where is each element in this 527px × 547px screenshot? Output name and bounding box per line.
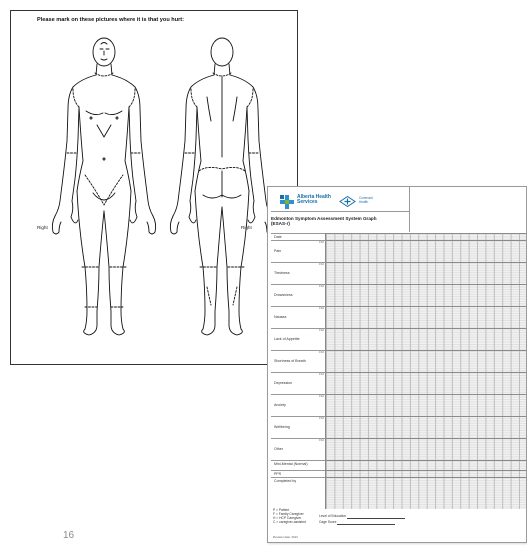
back-right-label: Right <box>241 225 252 230</box>
grid-row-line <box>325 416 527 417</box>
alberta-health-line2: Services <box>297 199 318 205</box>
esas-row-wellbeing: Wellbeing 0 10 <box>271 416 325 438</box>
body-figures <box>11 11 299 366</box>
esas-row-label: Mini-Mental (Normal) <box>274 462 308 466</box>
revision-note: Revision date: 2013 <box>273 536 298 540</box>
cage-score-label: Cage Score <box>319 520 336 524</box>
alberta-health-logo-icon <box>280 195 294 209</box>
grid-row-line <box>325 477 527 478</box>
education-label: Level of Education <box>319 514 346 518</box>
grid-row-line <box>325 284 527 285</box>
esas-row-label: Wellbeing <box>274 425 290 429</box>
grid-row-line <box>325 394 527 395</box>
front-right-label: Right <box>37 225 48 230</box>
education-field[interactable]: Level of Education <box>319 515 405 519</box>
grid-row-line <box>325 438 527 439</box>
header-divider <box>271 211 409 212</box>
slide-number: 16 <box>63 530 74 541</box>
esas-row-scale: 0 10 <box>319 241 324 244</box>
esas-row-label: Other <box>274 447 283 451</box>
esas-row-anxiety: Anxiety 0 10 <box>271 394 325 416</box>
esas-row-label: Anxiety <box>274 403 286 407</box>
grid-row-line <box>325 328 527 329</box>
esas-row-label: Date <box>274 235 282 239</box>
esas-row-label: Nausea <box>274 315 286 319</box>
esas-row-label: Completed by <box>274 479 296 483</box>
esas-row-scale: 0 10 <box>319 395 324 398</box>
grid-row-line <box>325 262 527 263</box>
grid-row-line <box>325 460 527 461</box>
esas-row-depression: Depression 0 10 <box>271 372 325 394</box>
esas-row-label: Tiredness <box>274 271 290 275</box>
esas-row-pps: PPS <box>271 470 325 477</box>
grid-row-line <box>325 233 527 234</box>
cage-score-field[interactable]: Cage Score <box>319 521 395 525</box>
esas-title: Edmonton Symptom Assessment System Graph… <box>271 216 377 226</box>
esas-row-shortness-of-breath: Shortness of Breath 0 10 <box>271 350 325 372</box>
esas-row-drowsiness: Drowsiness 0 10 <box>271 284 325 306</box>
back-body-figure <box>170 38 273 335</box>
grid-row-line <box>325 350 527 351</box>
body-map-document: Please mark on these pictures where it i… <box>10 10 298 365</box>
esas-row-label: Depression <box>274 381 292 385</box>
grid-row-line <box>325 470 527 471</box>
grid-row-line <box>325 306 527 307</box>
grid-row-line <box>325 372 527 373</box>
grid-row-line <box>325 240 527 241</box>
esas-row-tiredness: Tiredness 0 10 <box>271 262 325 284</box>
esas-row-lack-of-appetite: Lack of Appetite 0 10 <box>271 328 325 350</box>
esas-row-scale: 0 10 <box>319 307 324 310</box>
esas-row-scale: 0 10 <box>319 351 324 354</box>
covenant-health-text: Covenant Health <box>359 197 373 204</box>
alberta-health-text: Alberta Health Services <box>297 195 331 206</box>
esas-row-label: Shortness of Breath <box>274 359 306 363</box>
esas-row-label: Drowsiness <box>274 293 293 297</box>
header-vertical-divider <box>409 187 410 232</box>
completed-by-code: C = caregiver-assisted <box>273 521 306 525</box>
esas-row-scale: 0 10 <box>319 417 324 420</box>
esas-row-label: Lack of Appetite <box>274 337 300 341</box>
esas-graph-document: Alberta Health Services Covenant Health … <box>267 186 527 543</box>
esas-row-scale: 0 10 <box>319 439 324 442</box>
front-body-figure <box>52 38 155 335</box>
esas-row-pain: Pain 0 10 <box>271 240 325 262</box>
esas-row-scale: 0 10 <box>319 285 324 288</box>
esas-row-scale: 0 10 <box>319 373 324 376</box>
logo-row: Alberta Health Services Covenant Health <box>276 193 416 213</box>
esas-row-label: PPS <box>274 472 281 476</box>
esas-row-mini-mental-normal: Mini-Mental (Normal) <box>271 460 325 470</box>
grid-row-dividers <box>325 233 527 508</box>
esas-row-other: Other 0 10 <box>271 438 325 460</box>
esas-row-label: Pain <box>274 249 281 253</box>
covenant-line2: Health <box>359 200 368 204</box>
esas-row-date: Date <box>271 233 325 240</box>
esas-row-nausea: Nausea 0 10 <box>271 306 325 328</box>
covenant-health-logo-icon <box>339 196 356 207</box>
esas-row-scale: 0 10 <box>319 263 324 266</box>
esas-title-line2: (ESAS-r) <box>271 221 290 226</box>
esas-row-completed-by: Completed by <box>271 477 325 487</box>
esas-row-scale: 0 10 <box>319 329 324 332</box>
